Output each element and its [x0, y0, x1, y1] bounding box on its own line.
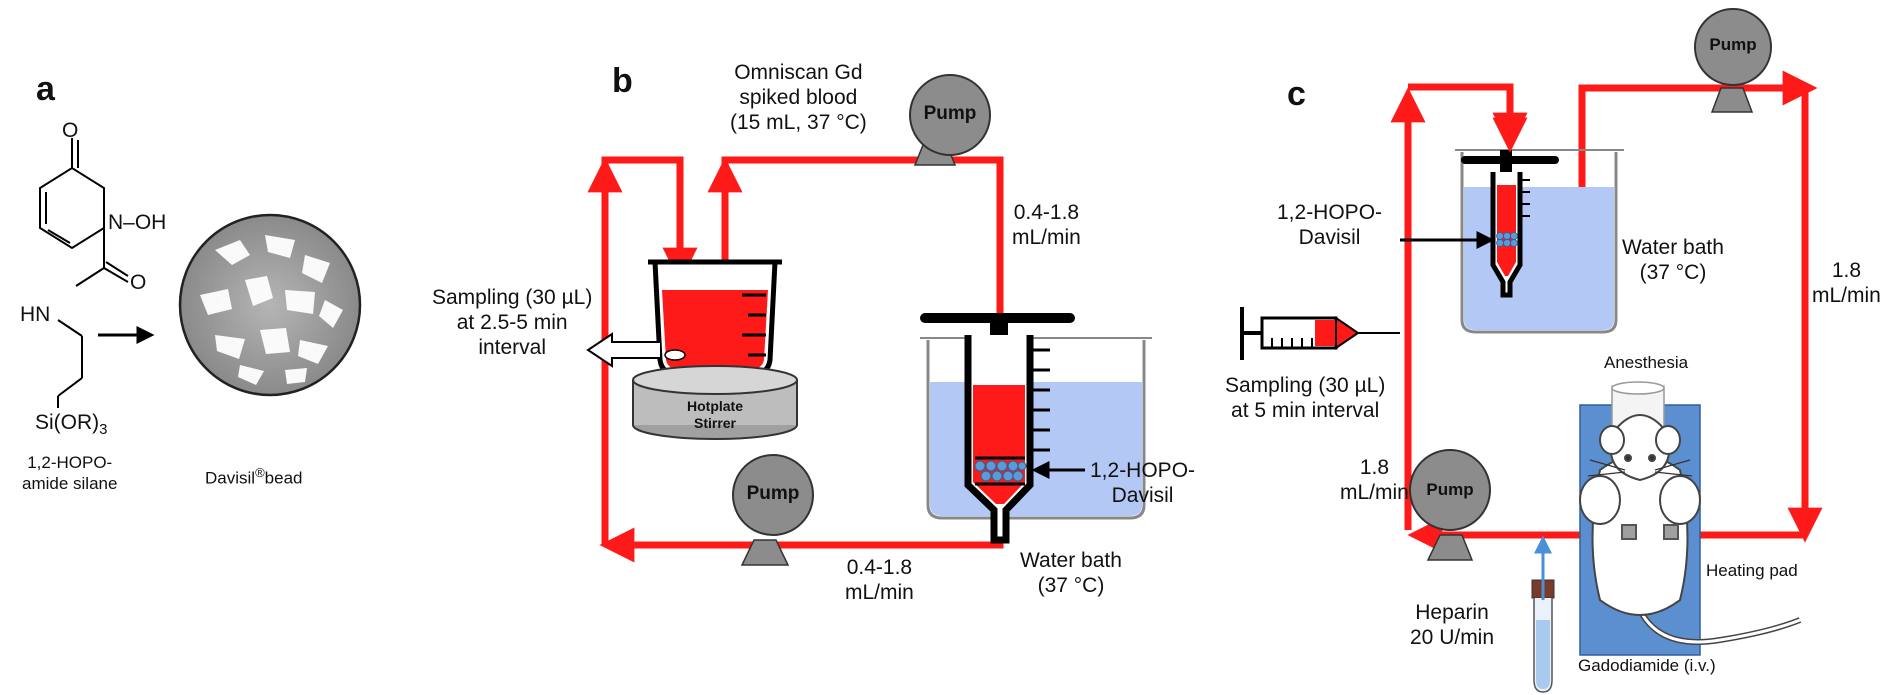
stirrer-label: Hotplate Stirrer: [687, 398, 743, 431]
heparin-tube-icon: [1531, 579, 1555, 693]
pump-c-bottom-label: Pump: [1426, 480, 1474, 499]
column-b: [920, 313, 1075, 544]
bead-label-main: Davisil: [205, 468, 256, 488]
pump-b-bottom-label: Pump: [746, 483, 800, 504]
sampling-c-label: Sampling (30 µL) at 5 min interval: [1225, 374, 1386, 422]
panel-label-a: a: [36, 70, 55, 108]
flow-rate-b-top: 0.4-1.8 mL/min: [1012, 201, 1081, 249]
davisil-bead-icon: [178, 213, 362, 397]
panel-label-b: b: [612, 62, 633, 100]
gadodiamide-label: Gadodiamide (i.v.): [1578, 656, 1716, 675]
anesthesia-label: Anesthesia: [1604, 353, 1689, 372]
hopo-c-label: 1,2-HOPO- Davisil: [1277, 201, 1383, 249]
chem-carbonyl-o: O: [62, 119, 79, 142]
mouse-icon: [1579, 414, 1802, 645]
blood-beaker: [648, 259, 782, 378]
sampling-arrow: [586, 332, 660, 368]
hotplate-stirrer: [632, 365, 798, 440]
panel-label-c: c: [1287, 75, 1306, 113]
pump-c-bottom-icon: [1409, 449, 1491, 561]
pump-b-top-label: Pump: [923, 103, 977, 124]
flow-rate-b-bottom: 0.4-1.8 mL/min: [845, 556, 914, 604]
heparin-label: Heparin 20 U/min: [1410, 601, 1495, 649]
flow-rate-c-left: 1.8 mL/min: [1340, 456, 1409, 504]
chem-hn: HN: [20, 303, 51, 326]
pump-c-top-label: Pump: [1709, 35, 1757, 54]
syringe-icon: [1240, 307, 1400, 360]
pump-b-top-icon: [909, 74, 991, 166]
hopo-silane-structure: [39, 138, 129, 408]
chem-silane-sub: 3: [99, 421, 108, 439]
bead-label: Davisil®bead: [205, 462, 302, 489]
compound-label: 1,2-HOPO- amide silane: [22, 453, 118, 493]
pump-c-top-icon: [1694, 8, 1772, 113]
chem-amide-o: O: [130, 271, 147, 294]
flow-rate-c-right: 1.8 mL/min: [1812, 259, 1881, 307]
water-bath-b-label: Water bath (37 °C): [1020, 549, 1122, 597]
blood-label: Omniscan Gd spiked blood (15 mL, 37 °C): [730, 61, 867, 134]
chem-silane-main: Si(OR): [35, 411, 100, 434]
bead-label-sup: ®: [255, 465, 265, 480]
chem-silane: Si(OR)3: [35, 410, 108, 442]
water-bath-c-label: Water bath (37 °C): [1622, 236, 1724, 284]
heating-pad-label: Heating pad: [1706, 561, 1798, 580]
sampling-b-label: Sampling (30 µL) at 2.5-5 min interval: [432, 286, 593, 359]
column-c: [1461, 150, 1559, 298]
hopo-b-label: 1,2-HOPO- Davisil: [1090, 459, 1196, 507]
pump-b-bottom-icon: [732, 454, 814, 566]
chem-n-oh: N–OH: [108, 211, 167, 234]
bead-label-tail: bead: [264, 468, 303, 488]
